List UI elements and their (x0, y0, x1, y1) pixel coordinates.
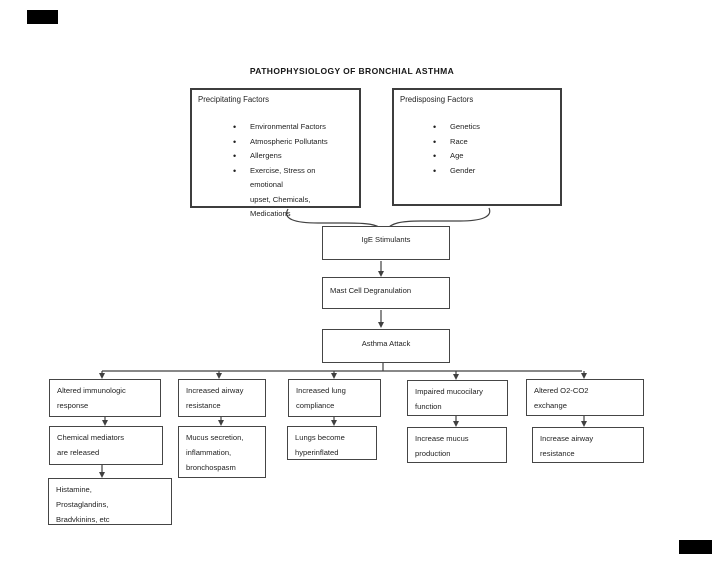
list-item: Exercise, Stress on emotional upset, Che… (233, 164, 349, 222)
ige-stimulants-box: IgE Stimulants (322, 226, 450, 260)
page-title: PATHOPHYSIOLOGY OF BRONCHIAL ASTHMA (249, 66, 455, 76)
effect-box-lung-compliance: Increased lung compliance (288, 379, 381, 417)
arrowhead (378, 322, 384, 328)
result-box-hyperinflated: Lungs become hyperinflated (287, 426, 377, 460)
result-box-mucus-production: Increase mucus production (407, 427, 507, 463)
list-item: Gender (433, 164, 545, 179)
list-item: Age (433, 149, 545, 164)
scan-corner-mark-top-left (27, 10, 58, 24)
precipitating-factors-box: Precipitating Factors Environmental Fact… (190, 88, 361, 218)
arrowhead (453, 374, 459, 380)
arrowhead (331, 373, 337, 379)
list-item: Atmospheric Pollutants (233, 135, 349, 150)
effect-box-gas-exchange: Altered O2-CO2 exchange (526, 379, 644, 416)
arrowhead (216, 373, 222, 379)
list-item: Genetics (433, 120, 545, 135)
brace-right (385, 207, 491, 231)
predisposing-heading: Predisposing Factors (400, 95, 474, 104)
asthma-attack-box: Asthma Attack (322, 329, 450, 363)
effect-box-mucociliary: Impaired mucocilary function (407, 380, 508, 416)
arrowhead (581, 421, 587, 427)
arrowhead (331, 420, 337, 426)
arrowhead (102, 420, 108, 426)
arrowhead (581, 373, 587, 379)
arrowhead (99, 472, 105, 478)
result-box-mucus-secretion: Mucus secretion, inflammation, bronchosp… (178, 426, 266, 478)
scan-corner-mark-bottom-right (679, 540, 712, 554)
arrowhead (453, 421, 459, 427)
mast-cell-degranulation-box: Mast Cell Degranulation (322, 277, 450, 309)
mediators-box-histamine: Histamine, Prostaglandins, Bradvkinins, … (48, 478, 172, 525)
arrowhead (378, 271, 384, 277)
list-item: Environmental Factors (233, 120, 349, 135)
result-box-chemical-mediators: Chemical mediators are released (49, 426, 163, 465)
effect-box-airway-resistance: Increased airway resistance (178, 379, 266, 417)
predisposing-factors-box: Predisposing Factors Genetics Race Age G… (392, 88, 562, 206)
precipitating-heading: Precipitating Factors (198, 95, 270, 104)
arrowhead (99, 373, 105, 379)
effect-box-immunologic: Altered immunologic response (49, 379, 161, 417)
arrowhead (218, 420, 224, 426)
result-box-airway-resistance: Increase airway resistance (532, 427, 644, 463)
list-item: Allergens (233, 149, 349, 164)
list-item: Race (433, 135, 545, 150)
predisposing-list: Genetics Race Age Gender (433, 120, 545, 178)
precipitating-list: Environmental Factors Atmospheric Pollut… (233, 120, 349, 222)
